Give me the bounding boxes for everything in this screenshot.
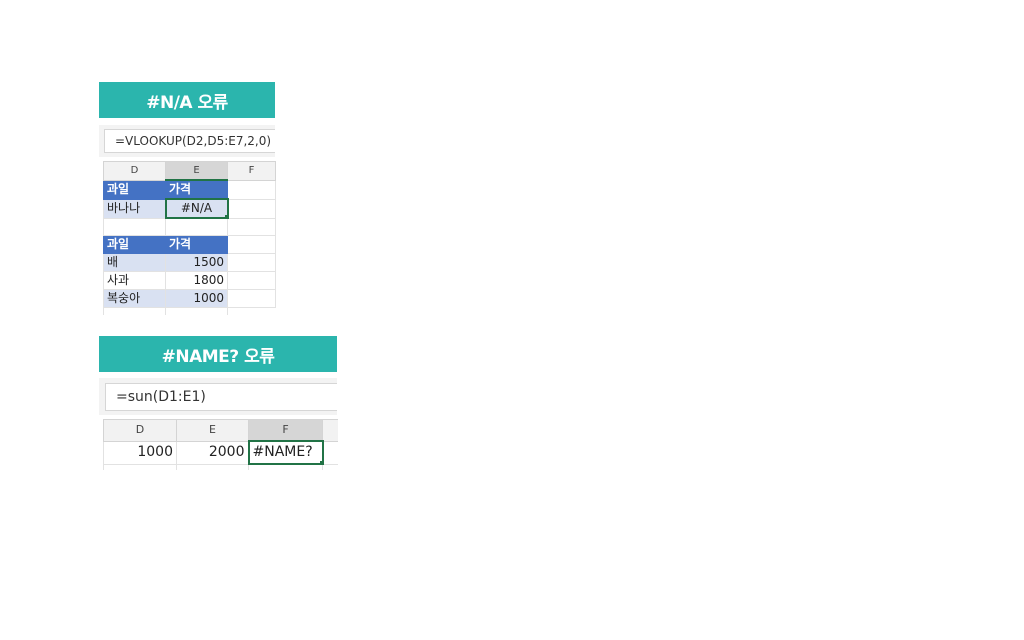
col-header-e[interactable]: E: [165, 161, 228, 181]
column-header-row: D E F: [103, 161, 276, 181]
cell-d2[interactable]: [103, 463, 177, 470]
sheet-grid-1: D E F 과일 가격 바나나 #N/A 과일 가격 배 1500 사과 180…: [103, 161, 276, 315]
table-row: 배 1500: [103, 252, 276, 272]
col-header-d[interactable]: D: [103, 161, 166, 181]
table-row: 1000 2000 #NAME?: [103, 440, 338, 465]
cell-d1[interactable]: 1000: [103, 440, 177, 465]
formula-bar-2[interactable]: =sun(D1:E1): [105, 383, 337, 411]
cell-e6[interactable]: 1800: [165, 270, 228, 290]
table-row: [103, 306, 276, 315]
cell-e4[interactable]: 가격: [165, 234, 228, 254]
cell-d4[interactable]: 과일: [103, 234, 166, 254]
cell-d1[interactable]: 과일: [103, 179, 166, 200]
cell-d8[interactable]: [103, 306, 166, 315]
cell-f4[interactable]: [227, 234, 276, 254]
formula-text-2: =sun(D1:E1): [116, 389, 206, 405]
cell-d3[interactable]: [103, 217, 166, 236]
cell-f7[interactable]: [227, 288, 276, 308]
table-row: 복숭아 1000: [103, 288, 276, 308]
col-header-e[interactable]: E: [176, 419, 249, 442]
col-header-f[interactable]: F: [227, 161, 276, 181]
cell-e1[interactable]: 2000: [176, 440, 249, 465]
cell-f2[interactable]: [227, 198, 276, 219]
cell-d7[interactable]: 복숭아: [103, 288, 166, 308]
formula-bar-1[interactable]: =VLOOKUP(D2,D5:E7,2,0): [104, 129, 275, 153]
sheet-grid-2: D E F 1000 2000 #NAME?: [103, 419, 338, 470]
na-error-banner: #N/A 오류: [99, 82, 275, 118]
cell-f1-active[interactable]: #NAME?: [247, 440, 324, 465]
cell-f6[interactable]: [227, 270, 276, 290]
cell-f5[interactable]: [227, 252, 276, 272]
cell-f2[interactable]: [248, 463, 323, 470]
cell-f1[interactable]: [227, 179, 276, 200]
column-header-row: D E F: [103, 419, 338, 442]
cell-d5[interactable]: 배: [103, 252, 166, 272]
cell-e7[interactable]: 1000: [165, 288, 228, 308]
formula-text-1: =VLOOKUP(D2,D5:E7,2,0): [115, 134, 272, 148]
col-header-d[interactable]: D: [103, 419, 177, 442]
name-error-title: #NAME? 오류: [161, 346, 275, 367]
table-row: 바나나 #N/A: [103, 198, 276, 219]
cell-f8[interactable]: [227, 306, 276, 315]
cell-g1[interactable]: [322, 440, 338, 465]
cell-d2[interactable]: 바나나: [103, 198, 166, 219]
cell-d6[interactable]: 사과: [103, 270, 166, 290]
cell-e2-active[interactable]: #N/A: [164, 198, 229, 219]
table-row: 사과 1800: [103, 270, 276, 290]
name-error-banner: #NAME? 오류: [99, 336, 337, 372]
table-row: 과일 가격: [103, 179, 276, 200]
cell-e1[interactable]: 가격: [165, 179, 228, 200]
cell-e3[interactable]: [165, 217, 228, 236]
cell-g2[interactable]: [322, 463, 338, 470]
cell-e5[interactable]: 1500: [165, 252, 228, 272]
col-header-f[interactable]: F: [248, 419, 323, 442]
table-row: 과일 가격: [103, 234, 276, 254]
table-row: [103, 463, 338, 470]
cell-e8[interactable]: [165, 306, 228, 315]
na-error-title: #N/A 오류: [146, 92, 228, 113]
cell-e2[interactable]: [176, 463, 249, 470]
cell-f3[interactable]: [227, 217, 276, 236]
col-header-g[interactable]: [322, 419, 338, 442]
table-row: [103, 217, 276, 236]
